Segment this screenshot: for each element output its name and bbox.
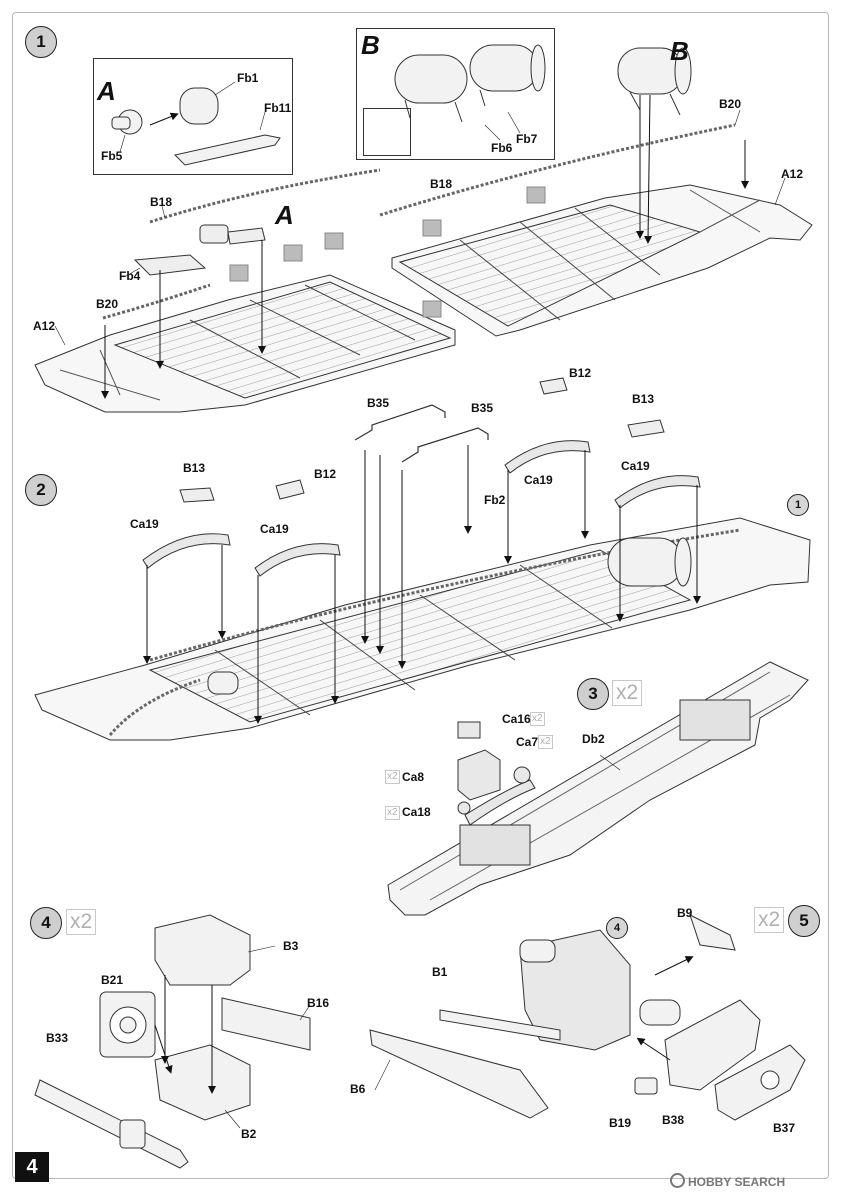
step-5-badge: 5 (788, 905, 820, 937)
multiplier-step-3: x2 (612, 680, 643, 706)
step-2-badge: 2 (25, 474, 57, 506)
differential-housing (34, 914, 311, 1169)
label-fb11: Fb11 (264, 101, 292, 115)
step-4-badge: 4 (30, 907, 62, 939)
multiplier-ca18: x2 (385, 806, 400, 820)
label-ca19-mid-right: Ca19 (524, 473, 553, 487)
label-b20-left: B20 (96, 297, 119, 311)
step-ref-1-badge: 1 (787, 494, 809, 516)
label-ca19-far-left: Ca19 (130, 517, 159, 531)
axle-assembly (369, 914, 806, 1121)
callout-a-main: A (275, 200, 294, 230)
callout-b-main: B (670, 36, 689, 66)
label-fb4: Fb4 (119, 269, 141, 283)
label-fb7: Fb7 (516, 132, 538, 146)
label-b9: B9 (677, 906, 693, 920)
page-number: 4 (15, 1152, 49, 1182)
tank-b (617, 47, 692, 116)
label-b3: B3 (283, 939, 299, 953)
step-3-badge: 3 (577, 678, 609, 710)
label-fb5: Fb5 (101, 149, 123, 163)
multiplier-step-4: x2 (66, 909, 97, 935)
step-1-badge: 1 (25, 26, 57, 58)
detail-a-parts (111, 87, 281, 166)
chassis-frame (387, 661, 809, 916)
label-b38: B38 (662, 1113, 685, 1127)
detail-inset-b (363, 108, 411, 156)
label-b21: B21 (101, 973, 124, 987)
callout-a-detail: A (97, 76, 116, 106)
step-ref-4-badge: 4 (606, 917, 628, 939)
bracket-fb4 (133, 224, 266, 276)
label-fb2: Fb2 (484, 493, 506, 507)
label-b12-right: B12 (569, 366, 592, 380)
label-b35-right: B35 (471, 401, 494, 415)
brand-watermark: HOBBY SEARCH (670, 1173, 785, 1189)
page-frame (12, 12, 829, 1179)
label-b6: B6 (350, 1082, 366, 1096)
label-b18-right: B18 (430, 177, 453, 191)
label-a12-left: A12 (33, 319, 56, 333)
label-fb6: Fb6 (491, 141, 513, 155)
label-ca19-far-right: Ca19 (621, 459, 650, 473)
detail-b-parts (394, 44, 546, 123)
label-ca19-mid-left: Ca19 (260, 522, 289, 536)
label-b37: B37 (773, 1121, 796, 1135)
label-b13-left: B13 (183, 461, 206, 475)
brand-logo-icon (670, 1173, 685, 1188)
callout-b-detail: B (361, 30, 380, 60)
label-ca18: Ca18 (402, 805, 431, 819)
label-b19: B19 (609, 1116, 632, 1130)
label-b35-left: B35 (367, 396, 390, 410)
label-b16: B16 (307, 996, 330, 1010)
label-b18-left: B18 (150, 195, 173, 209)
label-fb1: Fb1 (237, 71, 259, 85)
multiplier-ca16: x2 (530, 712, 545, 726)
floor-left-half (34, 274, 456, 413)
label-b1: B1 (432, 965, 448, 979)
label-b12-left: B12 (314, 467, 337, 481)
chain-lines (102, 123, 736, 320)
multiplier-step-5: x2 (754, 907, 785, 933)
label-ca7: Ca7 (516, 735, 539, 749)
multiplier-ca8: x2 (385, 770, 400, 784)
brand-text: HOBBY SEARCH (688, 1175, 786, 1189)
label-ca8: Ca8 (402, 770, 425, 784)
label-db2: Db2 (582, 732, 605, 746)
label-b33: B33 (46, 1031, 69, 1045)
multiplier-ca7: x2 (538, 735, 553, 749)
label-ca16: Ca16 (502, 712, 531, 726)
label-a12-right: A12 (781, 167, 804, 181)
label-b13-right: B13 (632, 392, 655, 406)
label-b20-right: B20 (719, 97, 742, 111)
leaf-springs (142, 440, 701, 577)
floor-right-half (391, 184, 813, 337)
label-b2: B2 (241, 1127, 257, 1141)
